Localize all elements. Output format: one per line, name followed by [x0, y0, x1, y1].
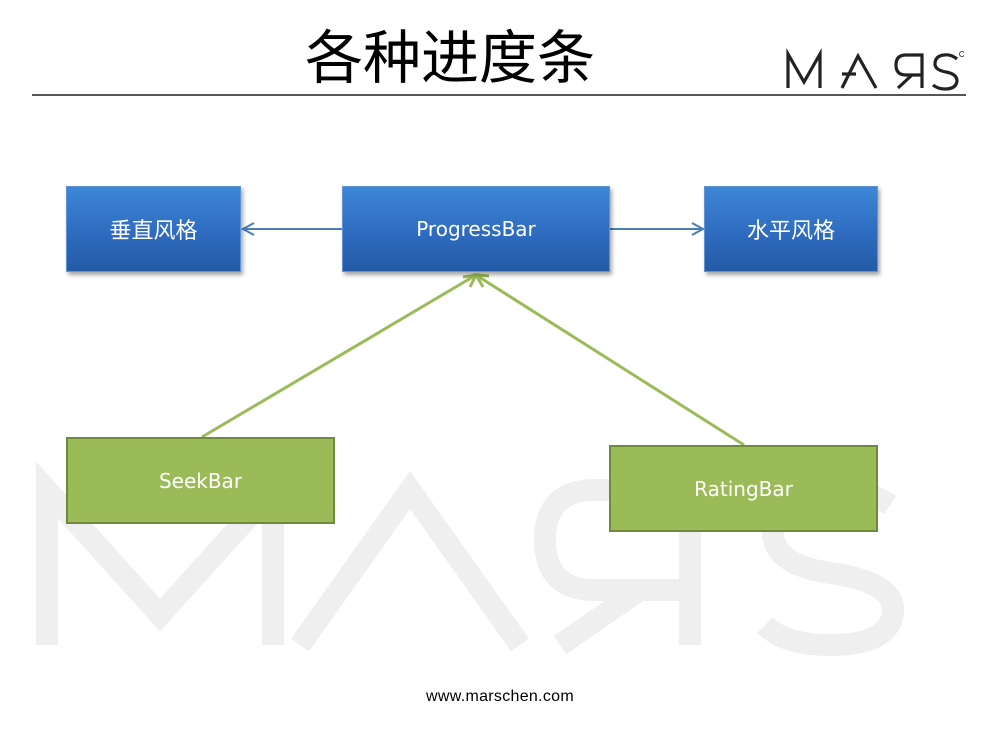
edge-seekbar-progressbar — [201, 273, 479, 439]
node-horizontal-style: 水平风格 — [704, 186, 878, 272]
node-vertical-style-label: 垂直风格 — [109, 219, 198, 244]
node-seekbar: SeekBar — [66, 437, 335, 524]
mars-logo-icon — [786, 48, 964, 91]
edge-progressbar-horizontal — [610, 222, 706, 236]
node-progressbar-label: ProgressBar — [416, 217, 536, 241]
node-ratingbar-label: RatingBar — [694, 476, 793, 501]
node-progressbar: ProgressBar — [342, 186, 610, 272]
node-ratingbar: RatingBar — [609, 445, 878, 532]
node-horizontal-style-label: 水平风格 — [746, 219, 835, 244]
footer-url: www.marschen.com — [426, 688, 574, 705]
edge-progressbar-vertical — [240, 222, 342, 236]
node-vertical-style: 垂直风格 — [66, 186, 241, 272]
title-divider — [32, 94, 966, 96]
slide-title: 各种进度条 — [304, 24, 595, 92]
node-seekbar-label: SeekBar — [158, 468, 243, 493]
edge-ratingbar-progressbar — [473, 273, 745, 447]
